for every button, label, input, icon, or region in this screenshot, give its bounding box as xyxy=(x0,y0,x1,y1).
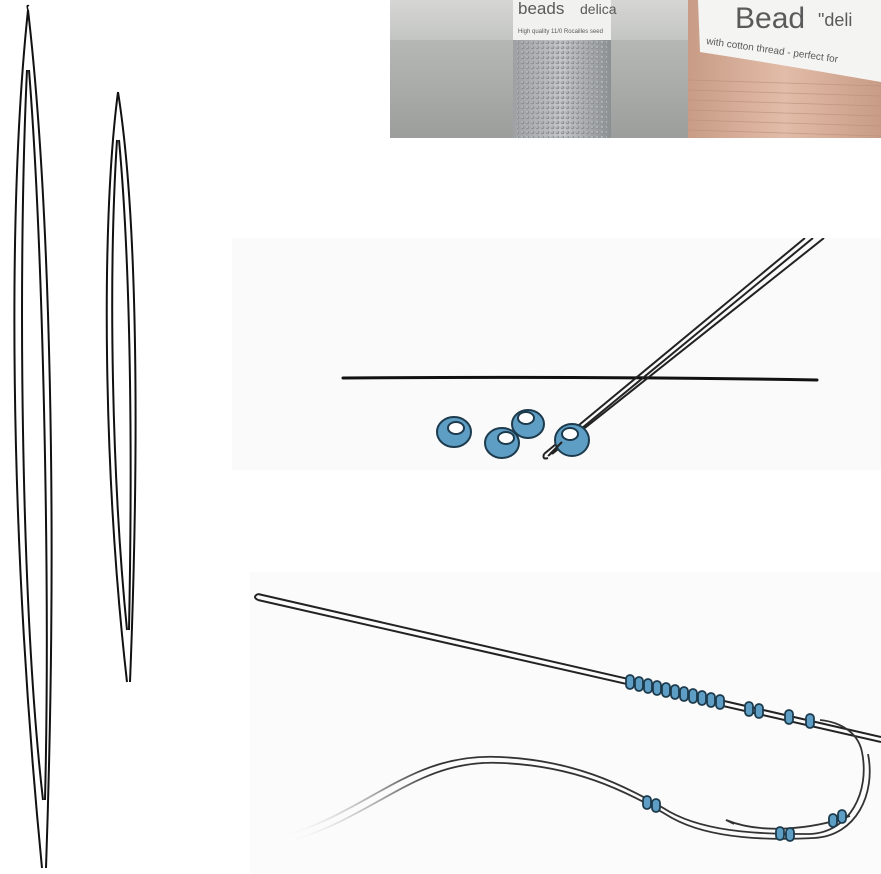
beads-and-thread-photo: beads delica High quality 11/0 Rocailles… xyxy=(390,0,881,138)
bead-jar: beads delica High quality 11/0 Rocailles… xyxy=(513,0,617,138)
twisted-wire-needles xyxy=(0,0,160,874)
threading-bead-illustration xyxy=(232,238,881,470)
jar-small-text: High quality 11/0 Rocailles seed xyxy=(518,29,603,35)
twisted-wire-needle-icon xyxy=(14,6,51,869)
seed-bead-icon xyxy=(555,424,589,456)
seed-bead-icon xyxy=(512,410,544,438)
seed-bead-icon xyxy=(485,428,519,458)
spool-label-quote: "deli xyxy=(818,10,852,30)
strung-beads-illustration xyxy=(250,572,881,874)
thread-spool: Bead "deli with cotton thread - perfect … xyxy=(688,0,881,138)
jar-label-text-2: delica xyxy=(580,1,617,17)
twisted-wire-needle-icon xyxy=(107,92,136,682)
seed-bead-icon xyxy=(437,417,471,447)
spool-label-title: Bead xyxy=(735,2,805,35)
jar-label-text: beads xyxy=(518,0,564,18)
